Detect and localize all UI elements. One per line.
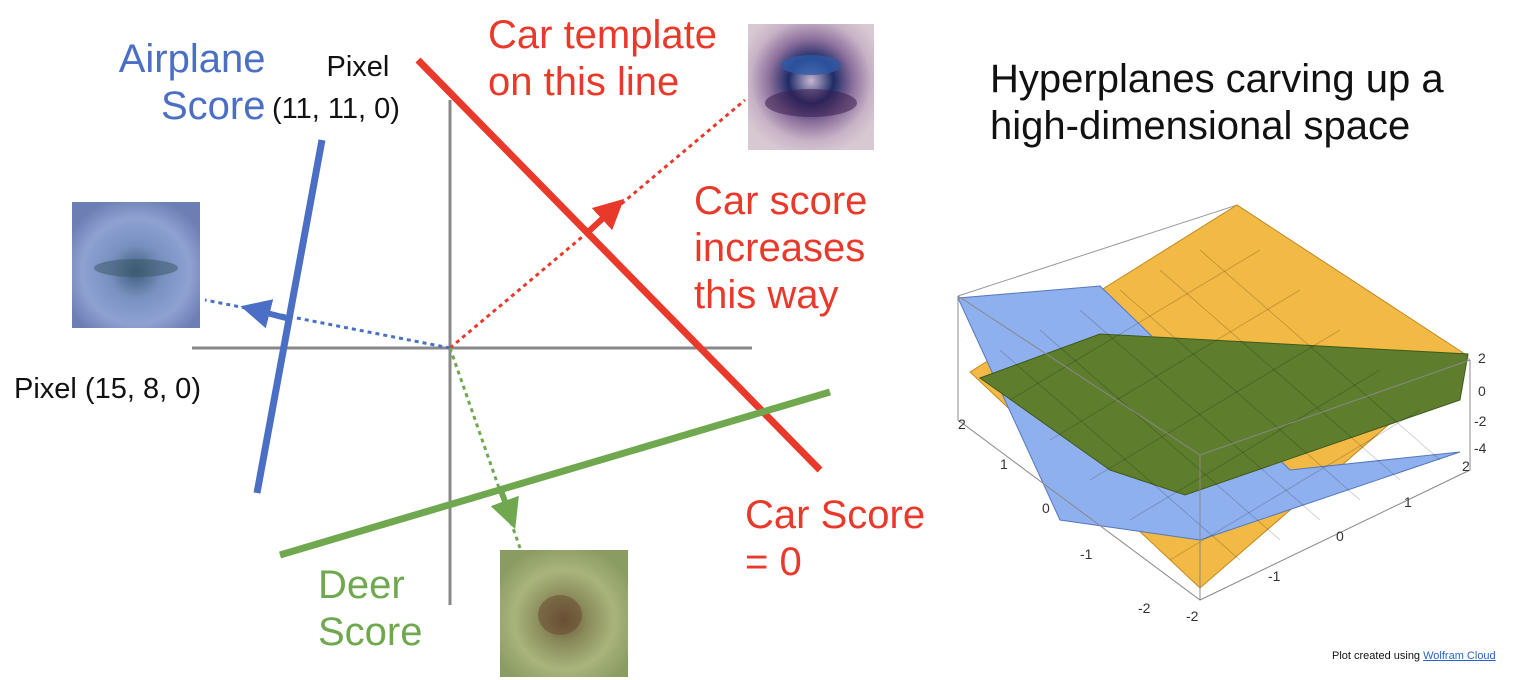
credit-prefix: Plot created using <box>1332 650 1424 662</box>
pixel-11-line2: (11, 11, 0) <box>272 93 400 126</box>
car-score-increases-line3: this way <box>694 273 839 318</box>
deer-template-dotted <box>448 347 522 549</box>
z-tick-0: 0 <box>1478 383 1486 399</box>
x-tick-2: 2 <box>1462 458 1470 474</box>
deer-score-line1: Deer <box>318 563 405 607</box>
x-tick-1: 1 <box>1404 494 1412 510</box>
car-template-label: Car template on this line <box>488 12 717 106</box>
y-tick-0: 0 <box>1042 500 1050 516</box>
car-decision-line <box>415 57 823 473</box>
y-tick-1: 1 <box>1000 456 1008 472</box>
y-tick-neg2: -2 <box>1138 600 1151 616</box>
hyperplanes-title-line1: Hyperplanes carving up a <box>990 57 1444 101</box>
y-tick-neg1: -1 <box>1080 546 1093 562</box>
car-score-zero-line2: = 0 <box>745 540 802 585</box>
x-tick-neg1: -1 <box>1268 568 1281 584</box>
car-template-line2: on this line <box>488 60 680 105</box>
airplane-score-arrow <box>240 299 287 329</box>
deer-score-arrow <box>490 486 519 530</box>
x-tick-neg2: -2 <box>1186 608 1199 624</box>
deer-decision-line <box>279 388 831 559</box>
z-tick-2: 2 <box>1478 350 1486 366</box>
pixel-11-line1: Pixel <box>326 51 390 83</box>
car-template-image <box>748 24 874 150</box>
hyperplane-3d-plot <box>957 204 1471 601</box>
airplane-template-dotted <box>204 298 451 350</box>
deer-template-image <box>500 550 628 677</box>
z-tick-neg4: -4 <box>1474 440 1487 456</box>
airplane-score-label: Airplane Score <box>106 36 266 130</box>
pixel-15-label: Pixel (15, 8, 0) <box>14 373 201 405</box>
car-score-increases-line2: increases <box>694 226 866 271</box>
car-score-arrow <box>585 198 625 235</box>
pixel-11-label: Pixel (11, 11, 0) <box>272 50 400 126</box>
green-plane <box>978 333 1469 496</box>
wolfram-cloud-link[interactable]: Wolfram Cloud <box>1423 650 1496 662</box>
deer-score-label: Deer Score <box>318 562 423 656</box>
airplane-template-image <box>72 202 200 328</box>
hyperplanes-title: Hyperplanes carving up a high-dimensiona… <box>990 56 1444 150</box>
car-score-increases-label: Car score increases this way <box>694 178 867 320</box>
car-score-increases-line1: Car score <box>694 179 868 223</box>
car-score-zero-line1: Car Score <box>745 493 926 537</box>
airplane-score-line2: Score <box>161 84 266 129</box>
airplane-score-line1: Airplane <box>118 37 266 81</box>
car-score-zero-label: Car Score = 0 <box>745 492 925 586</box>
z-tick-neg2: -2 <box>1474 413 1487 429</box>
car-template-line1: Car template <box>488 13 717 57</box>
y-tick-2: 2 <box>958 416 966 432</box>
hyperplanes-title-line2: high-dimensional space <box>990 104 1411 149</box>
deer-score-line2: Score <box>318 610 423 655</box>
x-tick-0: 0 <box>1336 528 1344 544</box>
plot-credit: Plot created using Wolfram Cloud <box>1332 650 1496 662</box>
